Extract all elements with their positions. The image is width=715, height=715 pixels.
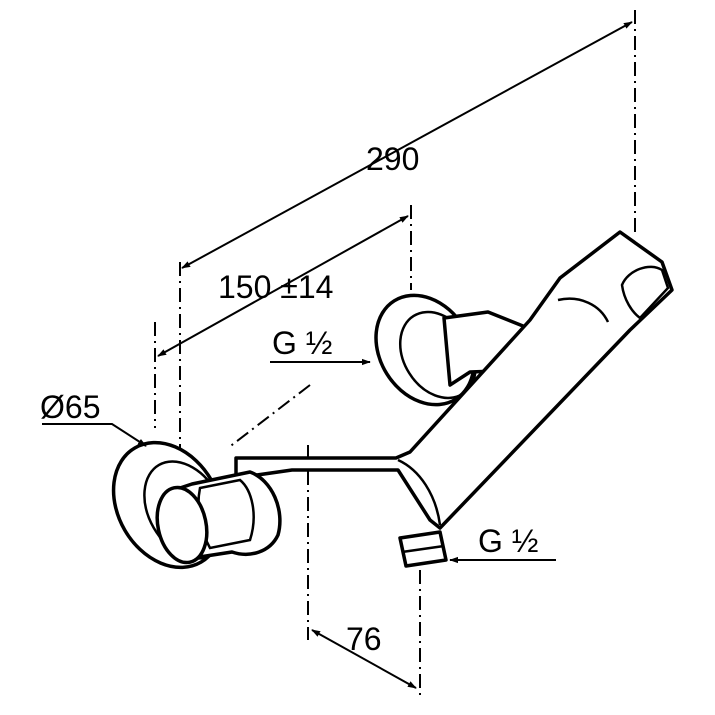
- label-290: 290: [366, 141, 419, 177]
- dim-76-line: [311, 629, 417, 689]
- label-76: 76: [346, 621, 382, 657]
- handle-knob: [155, 470, 282, 565]
- dim-150-line: [157, 215, 409, 357]
- dimension-labels: 290 150 ±14 Ø65 G ½ G ½ 76: [40, 141, 538, 657]
- dimension-lines: [157, 21, 633, 689]
- outlet-spout: [398, 530, 448, 568]
- mixer-arm-body: [234, 230, 674, 530]
- label-dia65: Ø65: [40, 389, 100, 425]
- label-g-inlet: G ½: [272, 325, 332, 361]
- label-150: 150 ±14: [218, 269, 333, 305]
- extension-lines: [154, 10, 636, 698]
- label-g-outlet: G ½: [478, 523, 538, 559]
- leader-lines: [42, 358, 556, 564]
- leader-dia65: [42, 423, 147, 447]
